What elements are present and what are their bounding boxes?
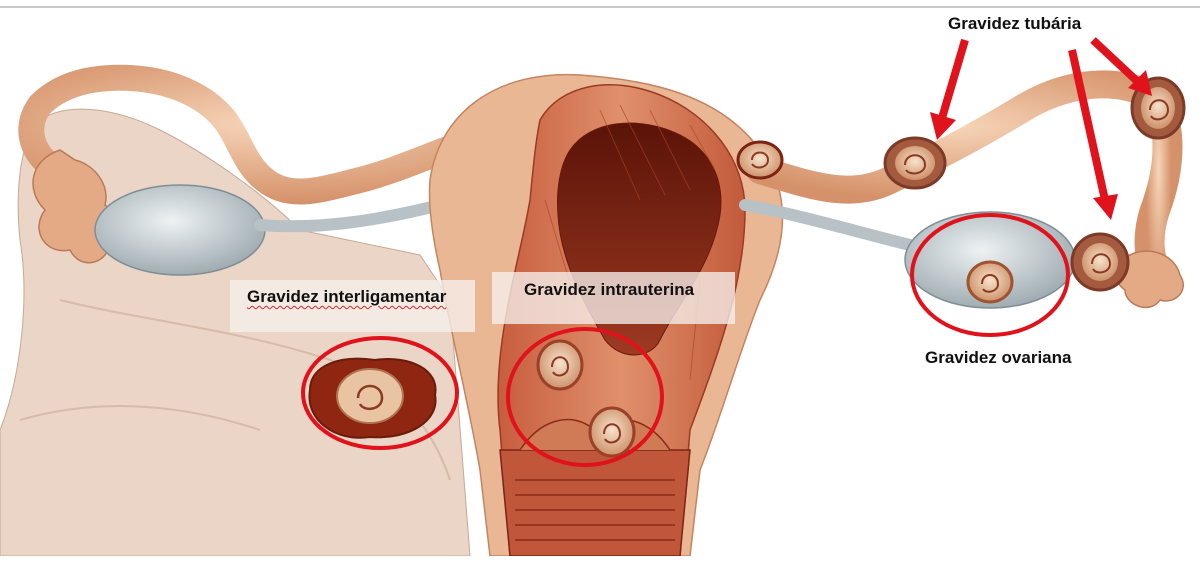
sac-intrauterine-1 — [538, 341, 582, 389]
label-ovarian: Gravidez ovariana — [925, 348, 1071, 368]
left-ovary — [95, 185, 265, 275]
sac-tubal-1 — [885, 138, 945, 188]
sac-interligamentar — [309, 359, 435, 438]
sac-tubal-3 — [1072, 234, 1128, 290]
label-intrauterine: Gravidez intrauterina — [524, 280, 694, 300]
arrow-tubal-1 — [930, 40, 965, 140]
label-tubal: Gravidez tubária — [948, 14, 1081, 34]
sac-ovarian — [968, 262, 1012, 302]
left-ovarian-ligament — [260, 205, 440, 226]
sac-intrauterine-2 — [590, 408, 634, 456]
label-interligamentar: Gravidez interligamentar — [247, 287, 446, 307]
sac-cornual — [738, 142, 782, 178]
